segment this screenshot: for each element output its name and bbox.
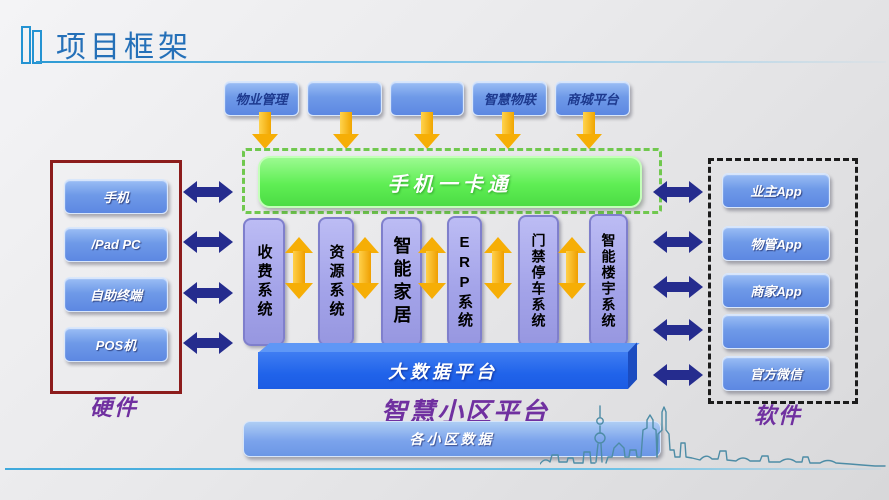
software-item-blank	[722, 314, 830, 349]
big-data-label: 大数据平台	[258, 352, 628, 389]
hardware-link-arrow-icon	[183, 282, 233, 304]
big-data-side-face	[628, 342, 637, 389]
bottom-rule	[5, 468, 881, 470]
system-link-arrow-icon	[418, 237, 446, 299]
system-link-arrow-icon	[558, 237, 586, 299]
top-modules-row: 物业管理 智慧物联 商城平台	[224, 81, 630, 116]
top-module-blank-1	[306, 81, 382, 116]
top-module-mall-platform: 商城平台	[555, 81, 630, 116]
hardware-group-label: 硬件	[89, 395, 138, 421]
top-module-blank-2	[389, 81, 465, 116]
software-item-merchant-app: 商家App	[722, 273, 830, 308]
system-box-erp: ERP系统	[447, 216, 482, 347]
software-link-arrow-icon	[653, 364, 703, 386]
down-arrow-icon	[332, 112, 359, 149]
system-link-arrow-icon	[484, 237, 512, 299]
down-arrow-icon	[414, 112, 440, 149]
software-link-arrow-icon	[653, 319, 703, 341]
title-accent-bar-icon	[32, 30, 42, 64]
hardware-frame	[50, 160, 182, 394]
community-data-bar: 各小区数据	[243, 421, 661, 457]
software-link-arrow-icon	[653, 276, 703, 298]
top-module-smart-iot: 智慧物联	[472, 81, 548, 116]
down-arrow-icon	[495, 112, 522, 149]
system-box-charging: 收费系统	[243, 218, 285, 346]
down-arrow-icon	[576, 112, 603, 149]
software-link-arrow-icon	[653, 231, 703, 253]
hardware-link-arrow-icon	[183, 332, 233, 354]
hardware-item-pos: POS机	[64, 327, 168, 362]
software-item-official-wechat: 官方微信	[722, 356, 830, 391]
title-accent-bar-icon	[21, 26, 31, 64]
big-data-platform-box: 大数据平台	[258, 342, 640, 390]
hardware-item-kiosk: 自助终端	[64, 277, 168, 312]
system-box-access-parking: 门禁停车系统	[518, 215, 559, 347]
system-link-arrow-icon	[351, 237, 379, 299]
big-data-top-face	[259, 343, 640, 352]
system-box-smart-building: 智能楼宇系统	[589, 214, 628, 347]
down-arrow-icon	[251, 112, 278, 149]
city-skyline-graphic	[540, 405, 886, 467]
title-underline-rule	[36, 61, 886, 63]
hardware-item-mobile: 手机	[64, 179, 168, 214]
hardware-item-pad-pc: /Pad PC	[64, 227, 168, 262]
hardware-link-arrow-icon	[183, 231, 233, 253]
top-down-arrows-row	[224, 112, 630, 149]
software-item-property-app: 物管App	[722, 226, 830, 261]
system-link-arrow-icon	[285, 237, 313, 299]
system-box-resource: 资源系统	[318, 217, 354, 346]
software-group-label: 软件	[753, 403, 802, 429]
software-link-arrow-icon	[653, 181, 703, 203]
hardware-link-arrow-icon	[183, 181, 233, 203]
card-platform-box: 手机一卡通	[258, 156, 642, 208]
page-title: 项目框架	[56, 30, 192, 65]
top-module-property-mgmt: 物业管理	[224, 81, 299, 116]
software-item-owner-app: 业主App	[722, 173, 830, 208]
system-box-smart-home: 智能家居	[381, 217, 422, 347]
software-frame	[708, 158, 858, 404]
